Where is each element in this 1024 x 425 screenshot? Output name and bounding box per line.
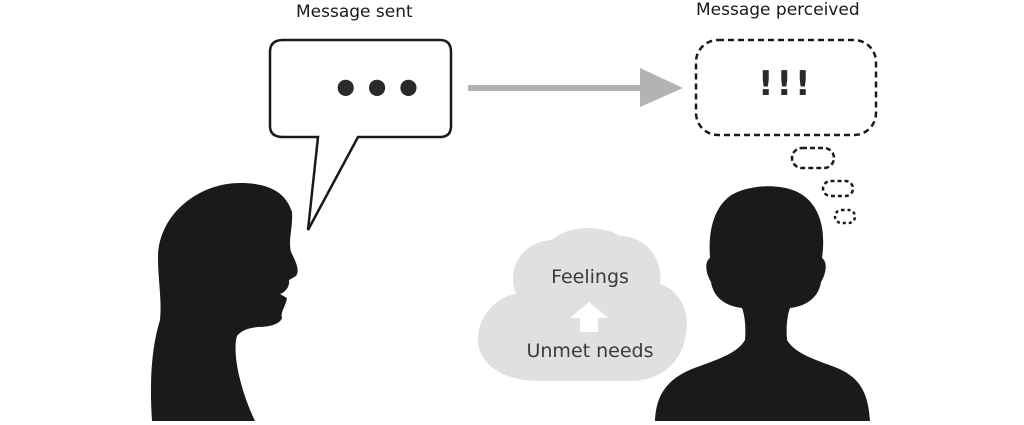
speaker-silhouette [150, 183, 298, 421]
speech-bubble [268, 38, 453, 231]
cloud-up-arrow [570, 302, 608, 332]
unmet-needs-label: Unmet needs [526, 340, 654, 362]
message-sent-label: Message sent [296, 2, 413, 22]
thought-dot-large [790, 146, 836, 170]
thought-dot-medium [821, 179, 855, 198]
transmission-arrow-head [640, 68, 683, 107]
feelings-label: Feelings [551, 266, 629, 288]
thought-bubble [694, 38, 878, 137]
perceived-exclamations: !!! [758, 64, 814, 104]
feelings-cloud [477, 228, 687, 381]
message-perceived-label: Message perceived [696, 0, 860, 20]
listener-silhouette [655, 186, 870, 421]
sent-ellipsis: ••• [331, 62, 426, 116]
thought-dot-small [833, 208, 857, 225]
